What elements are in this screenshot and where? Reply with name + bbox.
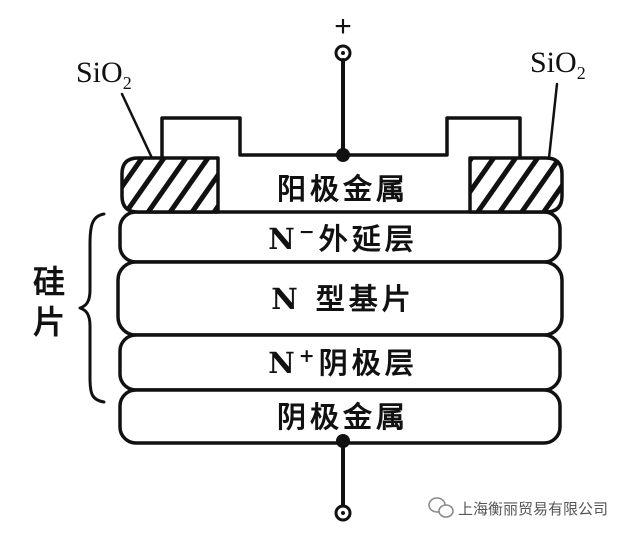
n-minus-prefix: N [268,222,299,256]
silicon-wafer-label: 硅片 [28,265,66,345]
sio2-label-right: SiO2 [530,46,586,83]
n-plus-rest: 阴极层 [319,346,418,380]
sio2-right-subscript: 2 [577,63,586,83]
anode-metal-label: 阳极金属 [277,172,409,206]
anode-terminal-center-dot [341,51,345,55]
sio2-left-subscript: 2 [123,73,132,93]
n-plus-cathode-label: N+阴极层 [268,345,417,380]
silicon-wafer-brace [78,212,106,404]
anode-contact-dot [336,148,350,162]
sio2-label-left: SiO2 [76,56,132,93]
n-minus-epitaxial-label: N−外延层 [268,221,417,256]
wechat-icon [428,497,454,518]
sio2-left-base: SiO [76,56,123,89]
n-minus-rest: 外延层 [319,222,418,256]
watermark-text: 上海衡丽贸易有限公司 [458,500,608,518]
sio2-block-left [120,156,220,214]
sio2-block-right [468,156,564,214]
cathode-contact-dot [336,434,350,448]
n-plus-superscript: + [299,345,319,367]
sio2-leader-line-left [120,92,154,160]
n-minus-superscript: − [299,221,319,243]
cathode-metal-label: 阴极金属 [277,400,409,434]
cathode-terminal-center-dot [341,511,345,515]
sio2-right-base: SiO [530,46,577,79]
anode-plus-sign: + [334,10,352,43]
n-plus-prefix: N [268,346,299,380]
sio2-leader-line-right [547,82,559,160]
n-type-substrate-label: N 型基片 [271,282,415,316]
wechat-icon-bubble-small [438,504,454,518]
